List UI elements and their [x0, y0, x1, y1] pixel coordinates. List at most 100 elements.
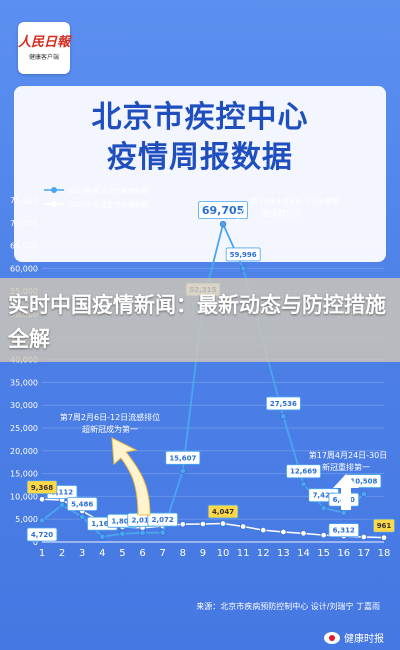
- page-title-line1: 北京市疾控中心: [91, 100, 309, 135]
- weekly-cases-line-chart: 0 5,000 10,000 15,000 20,000 25,000 30,000 35,0…: [10, 186, 395, 559]
- data-point: [199, 520, 207, 528]
- data-label-2023: 12,669: [290, 468, 317, 476]
- data-point: [79, 513, 86, 521]
- data-label-2023: 1,166: [91, 520, 113, 528]
- x-tick-label: 10: [217, 548, 230, 559]
- x-tick-label: 18: [378, 548, 391, 559]
- y-tick-label: 30,000: [10, 401, 38, 410]
- arrow-up-left-icon: [111, 437, 151, 516]
- data-point: [360, 490, 368, 498]
- data-point: [58, 501, 66, 509]
- headline-banner: [0, 278, 400, 362]
- data-label-2023-box: [147, 512, 178, 527]
- data-point: [38, 517, 46, 524]
- data-point: [99, 533, 106, 540]
- data-label-2022-box: [26, 480, 58, 495]
- x-tick-label: 11: [237, 548, 250, 559]
- data-label-2023: 1,800: [111, 517, 133, 525]
- data-point: [320, 531, 327, 539]
- y-tick-label: 60,000: [10, 264, 38, 273]
- data-label-2022-box: [373, 518, 395, 533]
- data-point: [219, 520, 227, 527]
- data-label-2022: 4,047: [212, 508, 234, 516]
- data-point: [179, 521, 187, 528]
- x-tick-label: 5: [119, 548, 125, 559]
- x-tick-label: 15: [317, 548, 330, 559]
- watermark-text: 健康时报: [344, 634, 384, 645]
- annotation-peak: 第10周3月6日-12日周报: [250, 196, 339, 206]
- annotation-leader: [234, 203, 247, 225]
- x-tick-label: 1: [39, 548, 45, 559]
- y-tick-label: 15,000: [10, 470, 38, 479]
- source-credit: 来源：北京市疾病预防控制中心 设计/刘瑞宁 丁嘉雨: [196, 602, 380, 611]
- title-card: [14, 86, 386, 262]
- logo-wordmark: 人民日報: [18, 35, 71, 50]
- x-tick-label: 7: [160, 548, 166, 559]
- data-label-2023: 15,607: [169, 454, 196, 462]
- data-point: [340, 509, 347, 516]
- page-title-line2: 疫情周报数据: [107, 140, 293, 175]
- data-label-2023: 8,112: [51, 489, 73, 497]
- data-label-2022-box: [207, 504, 239, 519]
- x-tick-label: 12: [257, 548, 270, 559]
- peoples-daily-health-logo: 人民日報 健康客户端: [18, 22, 70, 74]
- data-point: [360, 533, 368, 541]
- legend-marker: [51, 187, 57, 193]
- data-point: [179, 467, 187, 475]
- data-label-2023: 69,705: [202, 204, 244, 217]
- data-label-2022: 9,368: [31, 484, 53, 492]
- legend-label: 2022年周法定传染病例数: [68, 200, 149, 209]
- data-label-2023: 2,010: [132, 516, 154, 524]
- y-tick-label: 35,000: [10, 378, 38, 387]
- y-tick-label: 20,000: [10, 447, 38, 456]
- y-tick-label: 75,000: [10, 196, 38, 205]
- y-tick-label: 70,000: [10, 219, 38, 228]
- data-point: [300, 530, 307, 537]
- data-label-2023-box: [286, 464, 321, 479]
- x-tick-label: 9: [200, 548, 206, 559]
- data-label-2023: 10,508: [350, 478, 377, 486]
- x-tick-label: 3: [79, 548, 85, 559]
- data-label-2023-box: [165, 450, 201, 465]
- x-tick-label: 17: [358, 548, 371, 559]
- x-tick-label: 16: [337, 548, 350, 559]
- weibo-icon: [324, 631, 340, 644]
- data-point: [300, 481, 307, 488]
- data-label-2023: 4,720: [31, 531, 53, 539]
- data-point: [239, 265, 247, 272]
- watermark: 健康时报: [324, 630, 384, 645]
- x-tick-label: 13: [277, 548, 290, 559]
- data-point: [320, 504, 327, 512]
- arrow-up-icon: [333, 474, 359, 510]
- y-tick-label: 5,000: [15, 515, 38, 524]
- data-label-2022: 961: [377, 522, 392, 530]
- data-label-2023-box: [225, 247, 261, 262]
- y-tick-label: 65,000: [10, 242, 38, 251]
- data-label-2023-box: [198, 201, 248, 220]
- data-point: [119, 530, 126, 537]
- data-label-2023: 59,996: [230, 251, 257, 259]
- y-tick-label: 25,000: [10, 424, 38, 433]
- x-tick-label: 14: [297, 548, 310, 559]
- data-point: [38, 496, 46, 503]
- data-point: [280, 413, 287, 420]
- data-label-2023: 2,072: [152, 516, 174, 524]
- data-point: [139, 529, 146, 537]
- annotation-flu: 第7周2月6日-12日流感排位: [60, 412, 160, 422]
- chart-area: 0 5,000 10,000 15,000 20,000 25,000 30,000 35,0…: [0, 170, 400, 610]
- data-label-2023: 5,486: [71, 501, 93, 509]
- data-label-2023-box: [66, 497, 98, 511]
- legend-marker: [51, 201, 57, 207]
- data-point: [219, 220, 227, 228]
- data-label-2023: 7,420: [313, 492, 335, 500]
- legend-label: 2023年周法定传染病例数: [68, 186, 149, 195]
- annotation-flu-2: 超新冠成为第一: [82, 424, 138, 434]
- data-point: [159, 529, 166, 536]
- data-point: [239, 523, 247, 530]
- y-tick-label: 10,000: [10, 492, 38, 501]
- logo-subtitle: 健康客户端: [28, 54, 59, 61]
- x-tick-label: 2: [59, 548, 65, 559]
- data-label-extra-box: [328, 523, 360, 538]
- y-tick-label: 0: [33, 538, 38, 547]
